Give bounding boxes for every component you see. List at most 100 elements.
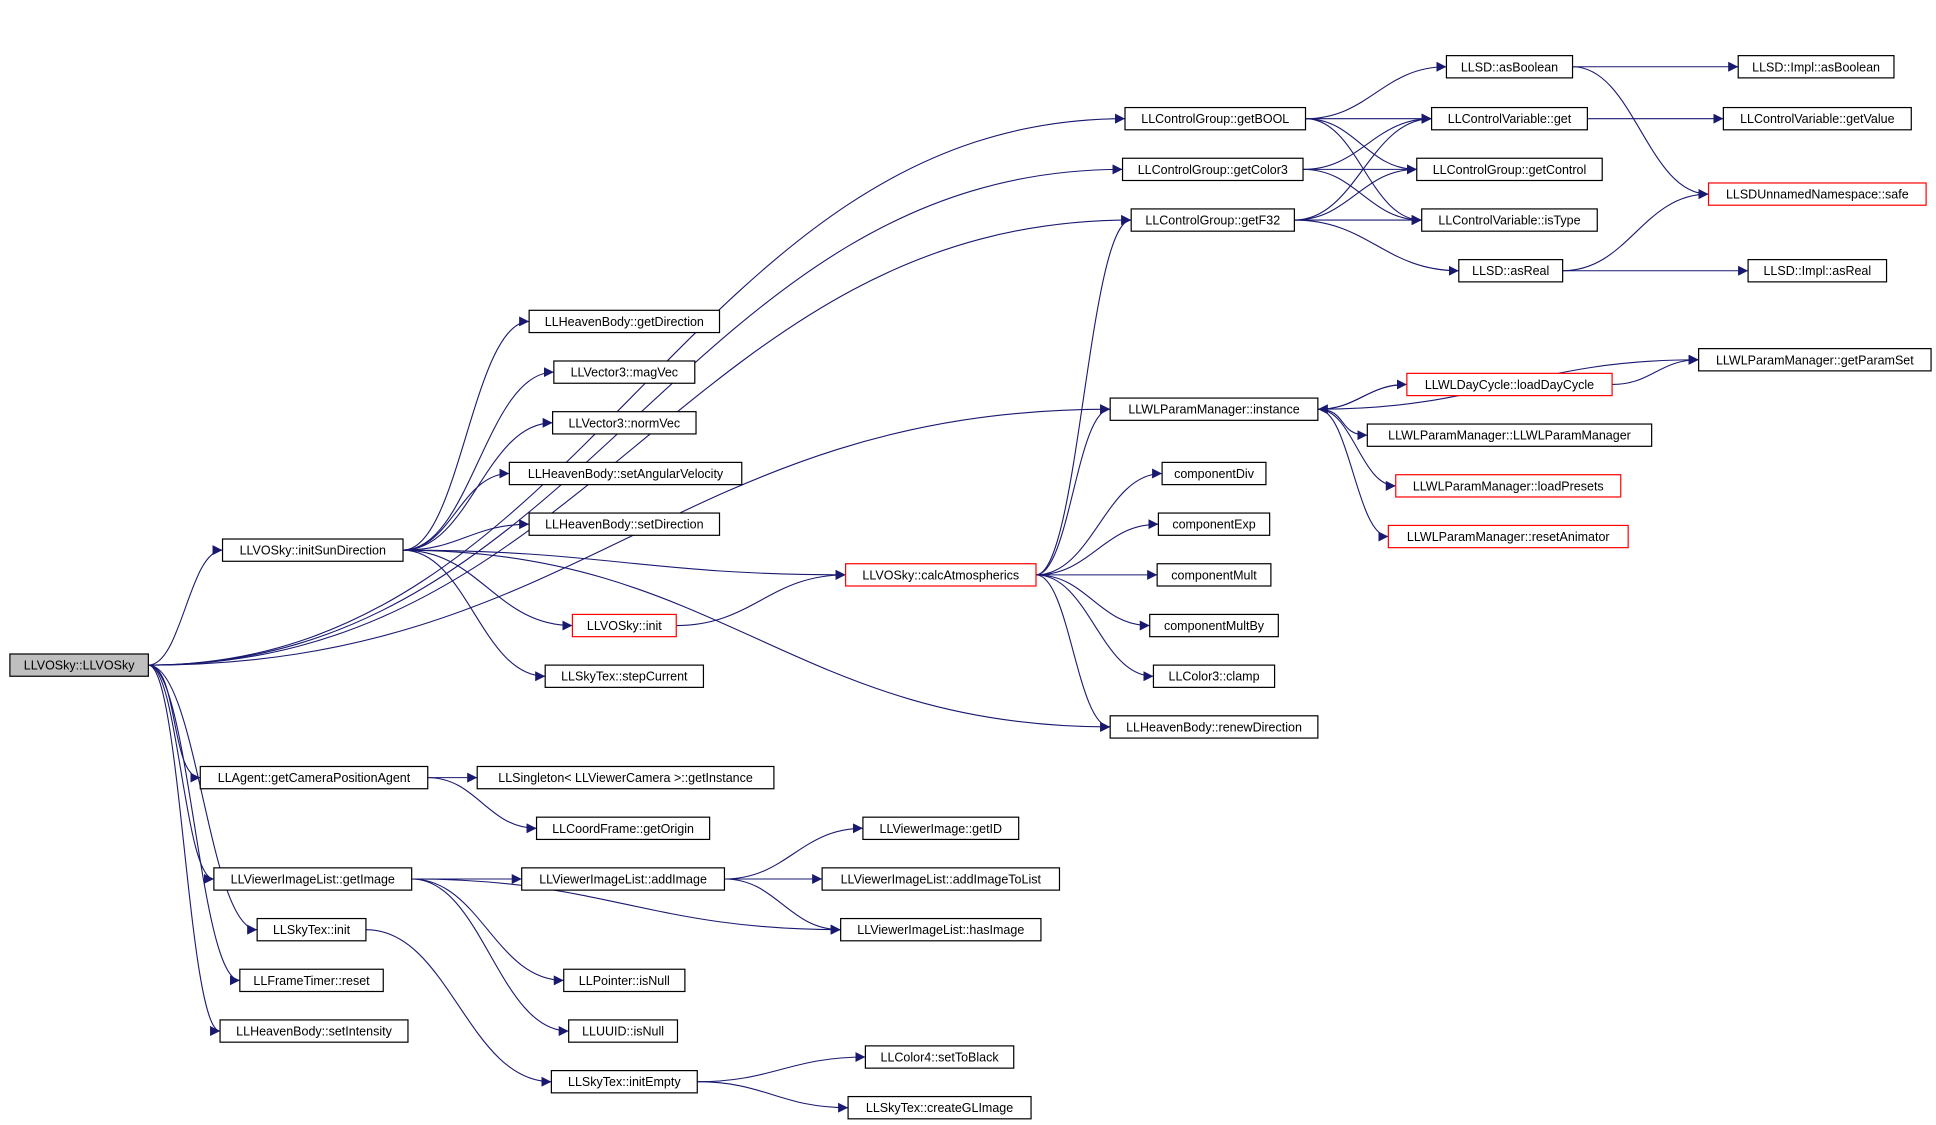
node-getParamSet[interactable]: LLWLParamManager::getParamSet	[1698, 348, 1932, 372]
node-box	[840, 917, 1042, 942]
node-componentMultBy[interactable]: componentMultBy	[1149, 613, 1279, 638]
node-asBoolean[interactable]: LLSD::asBoolean	[1445, 55, 1574, 79]
node-normVec[interactable]: LLVector3::normVec	[552, 411, 697, 435]
node-box	[1416, 157, 1603, 182]
node-getInstance[interactable]: LLSingleton< LLViewerCamera >::getInstan…	[476, 765, 775, 790]
node-getImage[interactable]: LLViewerImageList::getImage	[213, 867, 413, 891]
node-implAsReal[interactable]: LLSD::Impl::asReal	[1747, 259, 1888, 283]
node-box	[199, 765, 429, 790]
node-skyTexInit[interactable]: LLSkyTex::init	[256, 917, 367, 942]
node-label: LLSD::Impl::asReal	[1763, 264, 1871, 278]
node-box	[1366, 423, 1653, 447]
node-componentDiv[interactable]: componentDiv	[1161, 461, 1267, 486]
node-label: LLViewerImage::getID	[880, 822, 1003, 836]
node-label: LLWLParamManager::LLWLParamManager	[1388, 429, 1631, 443]
node-box	[1458, 259, 1564, 283]
edge-asReal-to-safe	[1562, 189, 1709, 272]
node-initSunDir[interactable]: LLVOSky::initSunDirection	[221, 538, 404, 562]
node-getControl[interactable]: LLControlGroup::getControl	[1416, 157, 1603, 182]
node-getCamPos[interactable]: LLAgent::getCameraPositionAgent	[199, 765, 429, 790]
edge-root-to-initSunDir	[148, 545, 223, 666]
node-frameReset[interactable]: LLFrameTimer::reset	[239, 968, 384, 993]
node-getOrigin[interactable]: LLCoordFrame::getOrigin	[535, 816, 711, 841]
node-box	[845, 563, 1037, 587]
edge-root-to-wlInstance	[148, 404, 1111, 666]
node-clamp[interactable]: LLColor3::clamp	[1152, 664, 1276, 688]
edge-root-to-getF32	[148, 215, 1132, 666]
node-box	[1445, 55, 1574, 79]
node-componentMult[interactable]: componentMult	[1156, 563, 1272, 587]
node-label: LLControlGroup::getF32	[1145, 214, 1280, 228]
edge-initSunDir-to-calcAtm	[403, 549, 846, 580]
node-label: LLSD::asBoolean	[1461, 60, 1558, 74]
edge-calcAtm-to-getF32	[1035, 215, 1132, 576]
node-getColor3[interactable]: LLControlGroup::getColor3	[1121, 157, 1304, 182]
node-uuidIsNull[interactable]: LLUUID::isNull	[568, 1019, 679, 1043]
node-wlCtor[interactable]: LLWLParamManager::LLWLParamManager	[1366, 423, 1653, 447]
node-box	[1747, 259, 1888, 283]
node-ptrIsNull[interactable]: LLPointer::isNull	[563, 968, 686, 993]
node-addImage[interactable]: LLViewerImageList::addImage	[521, 867, 726, 891]
node-box	[544, 664, 705, 688]
node-box	[521, 867, 726, 891]
node-label: LLSkyTex::init	[273, 923, 351, 937]
node-addImageToList[interactable]: LLViewerImageList::addImageToList	[821, 867, 1061, 891]
edge-initSunDir-to-stepCurrent	[403, 549, 546, 682]
node-initEmpty[interactable]: LLSkyTex::initEmpty	[550, 1070, 698, 1094]
node-safe[interactable]: LLSDUnnamedNamespace::safe	[1707, 182, 1927, 206]
node-loadDayCycle[interactable]: LLWLDayCycle::loadDayCycle	[1406, 372, 1613, 397]
node-label: LLUUID::isNull	[582, 1025, 664, 1039]
node-hasImage[interactable]: LLViewerImageList::hasImage	[840, 917, 1042, 942]
node-label: LLVOSky::initSunDirection	[240, 544, 386, 558]
node-setIntensity[interactable]: LLHeavenBody::setIntensity	[219, 1019, 409, 1043]
node-resetAnimator[interactable]: LLWLParamManager::resetAnimator	[1387, 524, 1629, 549]
node-asReal[interactable]: LLSD::asReal	[1458, 259, 1564, 283]
node-getF32[interactable]: LLControlGroup::getF32	[1130, 208, 1295, 232]
edge-initSunDir-to-hbSetDirection	[403, 519, 530, 551]
node-createGL[interactable]: LLSkyTex::createGLImage	[847, 1095, 1032, 1120]
node-label: LLViewerImageList::getImage	[231, 872, 395, 886]
node-box	[1109, 397, 1319, 421]
node-box	[571, 613, 677, 638]
node-label: LLAgent::getCameraPositionAgent	[218, 771, 411, 785]
node-label: LLHeavenBody::setDirection	[545, 518, 703, 532]
node-label: componentMultBy	[1164, 619, 1265, 633]
node-box	[1149, 613, 1279, 638]
edge-calcAtm-to-clamp	[1035, 574, 1154, 682]
node-isType[interactable]: LLControlVariable::isType	[1421, 208, 1598, 232]
edge-initSunDir-to-renewDir	[403, 549, 1111, 732]
node-setToBlack[interactable]: LLColor4::setToBlack	[864, 1045, 1015, 1069]
node-label: LLSkyTex::stepCurrent	[561, 670, 688, 684]
node-implAsBoolean[interactable]: LLSD::Impl::asBoolean	[1737, 55, 1895, 79]
node-cvGetValue[interactable]: LLControlVariable::getValue	[1722, 106, 1912, 131]
edge-getColor3-to-cvGet	[1303, 113, 1432, 170]
node-loadPresets[interactable]: LLWLParamManager::loadPresets	[1395, 474, 1622, 498]
node-renewDir[interactable]: LLHeavenBody::renewDirection	[1109, 715, 1319, 739]
node-box	[821, 867, 1061, 891]
node-label: LLColor3::clamp	[1169, 670, 1260, 684]
node-box	[1406, 372, 1613, 397]
node-skyInit[interactable]: LLVOSky::init	[571, 613, 677, 638]
node-calcAtm[interactable]: LLVOSky::calcAtmospherics	[845, 563, 1037, 587]
node-box	[864, 1045, 1015, 1069]
node-box	[550, 1070, 698, 1094]
node-root[interactable]: LLVOSky::LLVOSky	[9, 653, 149, 677]
node-label: LLFrameTimer::reset	[253, 974, 370, 988]
node-hbSetDirection[interactable]: LLHeavenBody::setDirection	[528, 512, 721, 536]
node-box	[1421, 208, 1598, 232]
node-label: LLSkyTex::initEmpty	[568, 1075, 681, 1089]
node-label: LLControlVariable::getValue	[1740, 112, 1895, 126]
edge-root-to-setIntensity	[148, 664, 221, 1036]
node-stepCurrent[interactable]: LLSkyTex::stepCurrent	[544, 664, 705, 688]
node-wlInstance[interactable]: LLWLParamManager::instance	[1109, 397, 1319, 421]
node-setAngVel[interactable]: LLHeavenBody::setAngularVelocity	[508, 461, 743, 486]
node-hbGetDirection[interactable]: LLHeavenBody::getDirection	[528, 309, 721, 334]
node-getID[interactable]: LLViewerImage::getID	[862, 816, 1020, 841]
node-box	[1121, 157, 1304, 182]
node-magVec[interactable]: LLVector3::magVec	[553, 360, 696, 384]
node-componentExp[interactable]: componentExp	[1157, 512, 1271, 536]
node-cvGet[interactable]: LLControlVariable::get	[1431, 106, 1588, 131]
edge-getBOOL-to-asBoolean	[1305, 61, 1447, 120]
node-getBOOL[interactable]: LLControlGroup::getBOOL	[1124, 106, 1307, 131]
